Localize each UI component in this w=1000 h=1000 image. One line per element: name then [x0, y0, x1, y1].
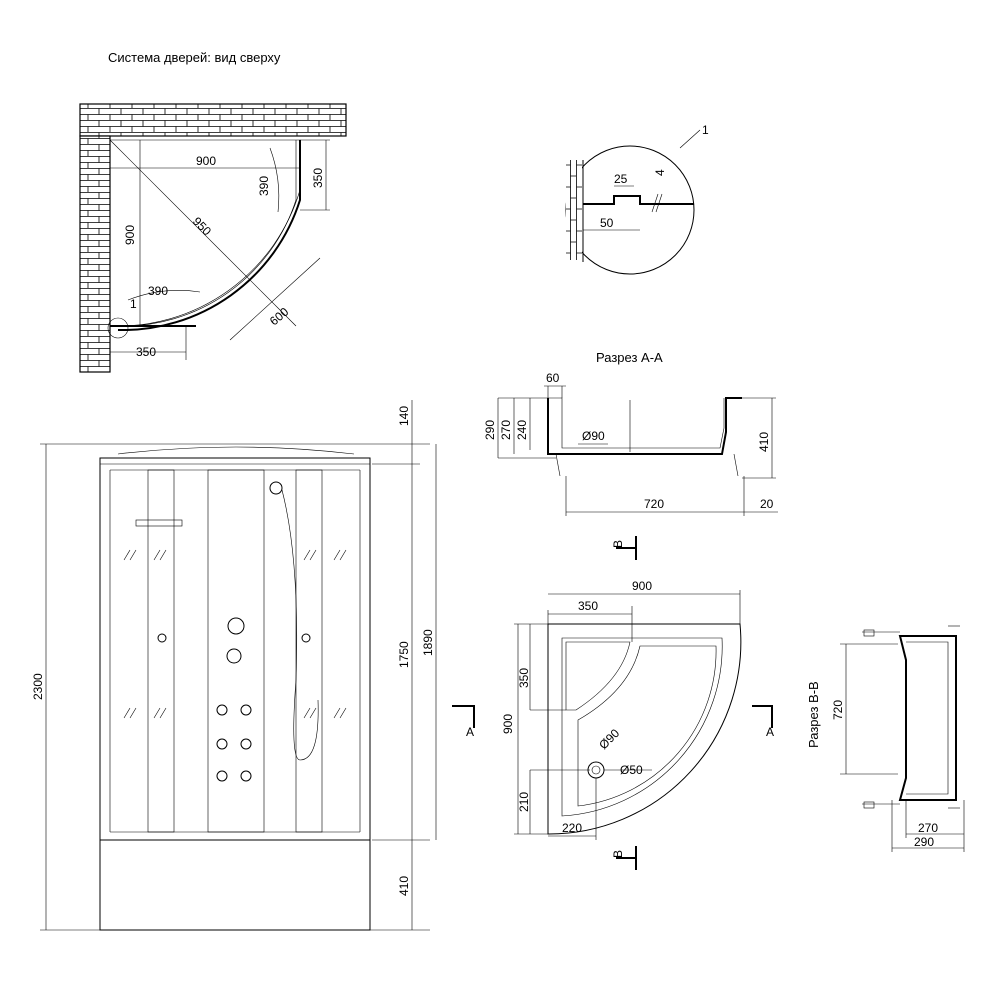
tray-inner	[561, 637, 723, 817]
aa-dim-90: Ø90	[582, 429, 605, 443]
section-bb: Разрез В-В 720 270 290	[806, 625, 965, 852]
marker-b-label-bottom: B	[611, 850, 625, 858]
back-panel	[207, 469, 265, 833]
tray-dim-90: Ø90	[596, 726, 622, 752]
dim-350-bottom: 350	[136, 345, 156, 359]
dim-600: 600	[267, 304, 292, 328]
cabin-frame	[99, 457, 371, 931]
tray-dim-220: 220	[562, 821, 582, 835]
tray-dim-210: 210	[517, 792, 531, 812]
detail-dim-25: 25	[614, 172, 628, 186]
section-aa-title: Разрез А-А	[596, 350, 663, 365]
marker-b-top	[616, 536, 637, 560]
leg-top	[863, 629, 875, 637]
handle-left	[157, 633, 167, 643]
tray-dim-900-top: 900	[632, 579, 652, 593]
drain	[587, 761, 605, 779]
aa-dim-60: 60	[546, 371, 560, 385]
dim-950: 950	[190, 214, 214, 238]
enclosure-outline	[109, 139, 301, 327]
dim-900-top: 900	[196, 154, 216, 168]
leg-bottom	[863, 801, 875, 809]
marker-a-label-left: A	[466, 725, 474, 739]
front-view: 2300 140 1750 1890 410	[31, 400, 437, 931]
tray-outline	[547, 623, 742, 835]
shower-head	[269, 481, 283, 495]
front-dim-1890: 1890	[421, 629, 435, 656]
detail-brick	[566, 160, 582, 260]
detail-circle	[565, 145, 695, 275]
aa-dim-410: 410	[757, 432, 771, 452]
tray-dim-350-side: 350	[517, 668, 531, 688]
front-dim-1750: 1750	[397, 641, 411, 668]
profile-section	[583, 195, 694, 205]
tray-dim-900-side: 900	[501, 714, 515, 734]
marker-b-bottom	[616, 846, 637, 870]
brick-wall-left	[79, 135, 111, 373]
section-aa: Разрез А-А 60 290 270 240 Ø90 410 720 20	[483, 350, 778, 516]
tray-profile-aa	[547, 397, 742, 455]
tray-basin	[577, 645, 717, 807]
aa-dim-270: 270	[499, 420, 513, 440]
seat	[565, 641, 631, 711]
shower-hose	[281, 489, 319, 761]
front-dim-410: 410	[397, 876, 411, 896]
curved-door	[117, 140, 301, 332]
dim-390-bottom: 390	[148, 284, 168, 298]
tray-profile-bb	[898, 635, 957, 801]
aa-dim-240: 240	[515, 420, 529, 440]
front-dim-140: 140	[397, 406, 411, 426]
tray-dim-50: Ø50	[620, 763, 643, 777]
aa-dim-290: 290	[483, 420, 497, 440]
detail-dim-50: 50	[600, 216, 614, 230]
detail-callout: 1	[702, 123, 709, 137]
shelf	[135, 519, 183, 527]
diagonal-line	[109, 139, 297, 327]
door-system-title: Система дверей: вид сверху	[108, 50, 281, 65]
marker-a-left	[452, 705, 475, 728]
roof	[117, 446, 355, 455]
tray-plan: 900 350 350 900 Ø90 Ø50 210 220 A A B B	[452, 536, 774, 870]
dim-350-right: 350	[311, 168, 325, 188]
aa-dim-20: 20	[760, 497, 774, 511]
mixer	[226, 648, 242, 664]
marker-b-label-top: B	[611, 540, 625, 548]
marker-a-right	[752, 705, 773, 728]
handle-right	[301, 633, 311, 643]
tray-dim-350-top: 350	[578, 599, 598, 613]
tray-base	[99, 839, 371, 931]
detail-1: 25 4 50 1	[565, 123, 709, 275]
bb-dim-290: 290	[914, 835, 934, 849]
section-bb-title: Разрез В-В	[806, 681, 821, 748]
bb-dim-270: 270	[918, 821, 938, 835]
aa-dim-720: 720	[644, 497, 664, 511]
dim-900-left: 900	[123, 225, 137, 245]
detail-dim-4: 4	[653, 169, 667, 176]
front-dim-2300: 2300	[31, 673, 45, 700]
door-system-plan: Система дверей: вид сверху 900 900 950 3…	[79, 50, 347, 373]
brick-wall-top	[79, 103, 347, 137]
callout-circle	[107, 317, 129, 339]
bb-dim-720: 720	[831, 700, 845, 720]
overhead-control	[227, 617, 245, 635]
marker-a-label-right: A	[766, 725, 774, 739]
callout-1: 1	[130, 297, 137, 311]
dim-390-right: 390	[257, 176, 271, 196]
door-left	[147, 469, 175, 833]
door-right	[295, 469, 323, 833]
